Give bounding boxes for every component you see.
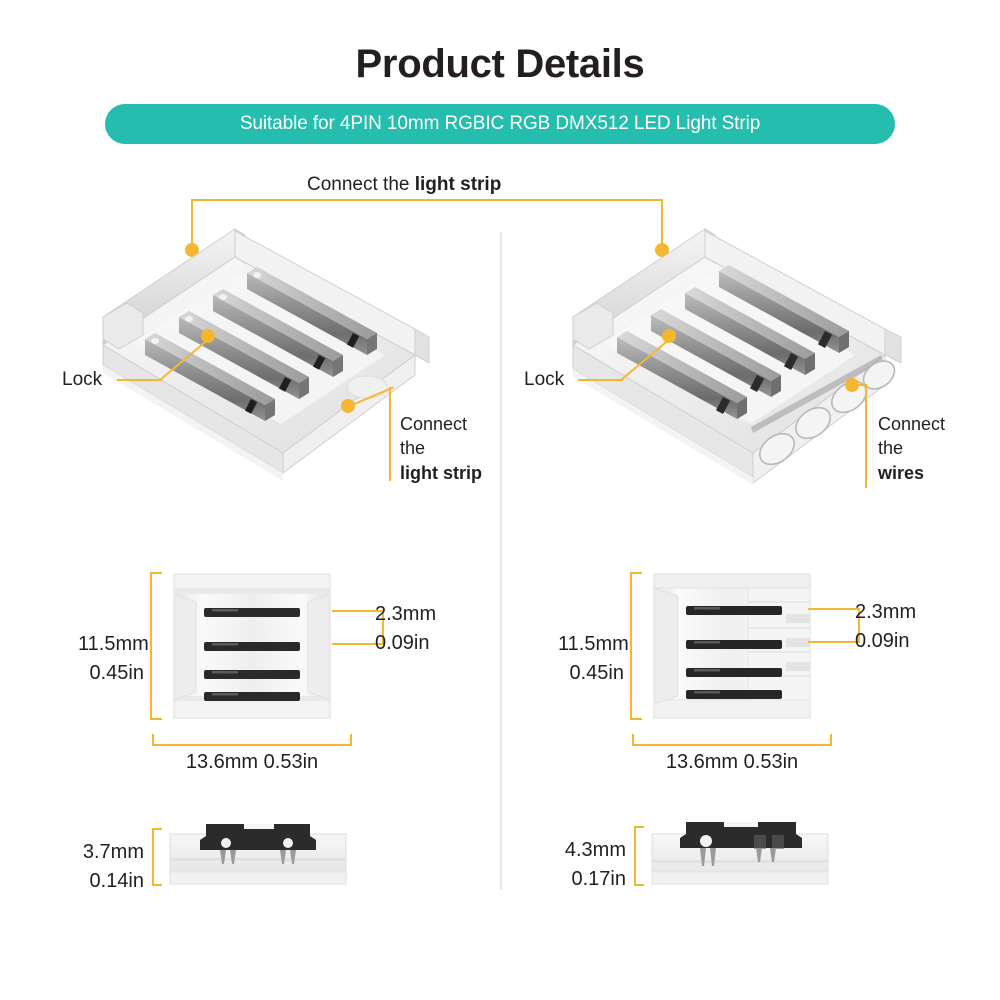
contact-bar xyxy=(145,333,275,421)
subtitle-text: Suitable for 4PIN 10mm RGBIC RGB DMX512 … xyxy=(239,113,761,134)
right-height-mm: 11.5mm xyxy=(558,633,629,655)
left-width-bracket xyxy=(152,734,352,746)
right-pitch-mm: 2.3mm xyxy=(855,601,917,623)
right-connector-illustration xyxy=(555,205,935,505)
right-side-view xyxy=(650,820,830,897)
right-connect-line2: the xyxy=(878,438,904,459)
left-pitch-mm: 2.3mm xyxy=(375,603,437,625)
left-height-label: 11.5mm 0.45in xyxy=(78,630,149,688)
right-lock-label: Lock xyxy=(524,369,565,390)
page-title: Product Details xyxy=(355,42,645,86)
contact-bar xyxy=(685,287,815,375)
right-pitch-line-top xyxy=(808,608,860,610)
left-connector-illustration xyxy=(85,205,455,505)
top-leader-right-dot xyxy=(655,243,669,257)
left-height-bracket xyxy=(150,572,162,720)
wire-hole xyxy=(795,406,831,440)
left-connect-line2: the xyxy=(400,438,426,459)
left-pitch-bracket xyxy=(360,610,384,644)
right-pitch-in: 0.09in xyxy=(855,630,910,652)
right-thickness-in: 0.17in xyxy=(571,868,627,890)
left-pitch-line-top xyxy=(332,610,384,612)
top-leader-left-leg xyxy=(191,199,193,248)
left-thickness-mm: 3.7mm xyxy=(82,841,144,863)
left-lock-label: Lock xyxy=(62,369,103,390)
left-thickness-bracket xyxy=(152,828,162,886)
right-thickness-label: 4.3mm 0.17in xyxy=(548,836,626,894)
left-lock-dot xyxy=(201,329,215,343)
left-connect-text: Connect the light strip xyxy=(400,412,482,485)
left-height-in: 0.45in xyxy=(89,662,145,684)
right-width-bracket xyxy=(632,734,832,746)
annotation-top-bold: light strip xyxy=(414,174,502,195)
left-connect-line1: Connect xyxy=(400,414,468,434)
right-pitch-label: 2.3mm 0.09in xyxy=(855,598,916,656)
left-connect-bold: light strip xyxy=(400,462,482,483)
left-front-view xyxy=(172,572,332,725)
right-thickness-bracket xyxy=(634,826,644,886)
contact-bar xyxy=(247,267,377,355)
top-leader-right-leg xyxy=(661,199,663,248)
left-pitch-in: 0.09in xyxy=(375,632,430,654)
right-width-label: 13.6mm 0.53in xyxy=(665,751,799,773)
right-height-in: 0.45in xyxy=(569,662,625,684)
left-pitch-label: 2.3mm 0.09in xyxy=(375,600,436,658)
contact-bar xyxy=(213,289,343,377)
top-leader-horizontal xyxy=(191,199,663,201)
annotation-top-plain: Connect the xyxy=(307,174,415,195)
wire-hole xyxy=(759,432,795,466)
right-wire-holes xyxy=(759,360,896,466)
contact-bar xyxy=(651,309,781,397)
left-lock-leader-horizontal xyxy=(117,379,162,381)
left-thickness-in: 0.14in xyxy=(89,870,145,892)
top-leader-left-dot xyxy=(185,243,199,257)
right-pitch-bracket xyxy=(836,608,860,642)
right-connect-bold: wires xyxy=(878,462,925,483)
left-connect-dot xyxy=(341,399,355,413)
left-width-label: 13.6mm 0.53in xyxy=(185,751,319,773)
right-height-bracket xyxy=(630,572,642,720)
right-height-label: 11.5mm 0.45in xyxy=(558,630,629,688)
right-connect-line1: Connect xyxy=(878,414,946,434)
right-lock-leader-horizontal xyxy=(578,379,623,381)
subtitle-banner: Suitable for 4PIN 10mm RGBIC RGB DMX512 … xyxy=(105,104,895,144)
right-connect-dot xyxy=(845,378,859,392)
right-connect-leader-horizontal xyxy=(856,384,867,386)
section-divider xyxy=(500,232,502,890)
right-lock-dot xyxy=(662,329,676,343)
right-front-view xyxy=(652,572,812,725)
left-side-view xyxy=(168,820,348,897)
left-height-mm: 11.5mm xyxy=(78,633,149,655)
right-pitch-line-bottom xyxy=(808,641,860,643)
left-pitch-line-bottom xyxy=(332,643,384,645)
annotation-top-connect: Connect the light strip xyxy=(307,172,501,198)
right-connect-text: Connect the wires xyxy=(878,412,945,485)
right-connect-leader-vertical xyxy=(865,384,867,488)
right-thickness-mm: 4.3mm xyxy=(564,839,626,861)
right-contact-bars xyxy=(617,265,849,419)
contact-bar xyxy=(719,265,849,353)
left-connect-leader-vertical xyxy=(389,387,391,481)
left-thickness-label: 3.7mm 0.14in xyxy=(66,838,144,896)
